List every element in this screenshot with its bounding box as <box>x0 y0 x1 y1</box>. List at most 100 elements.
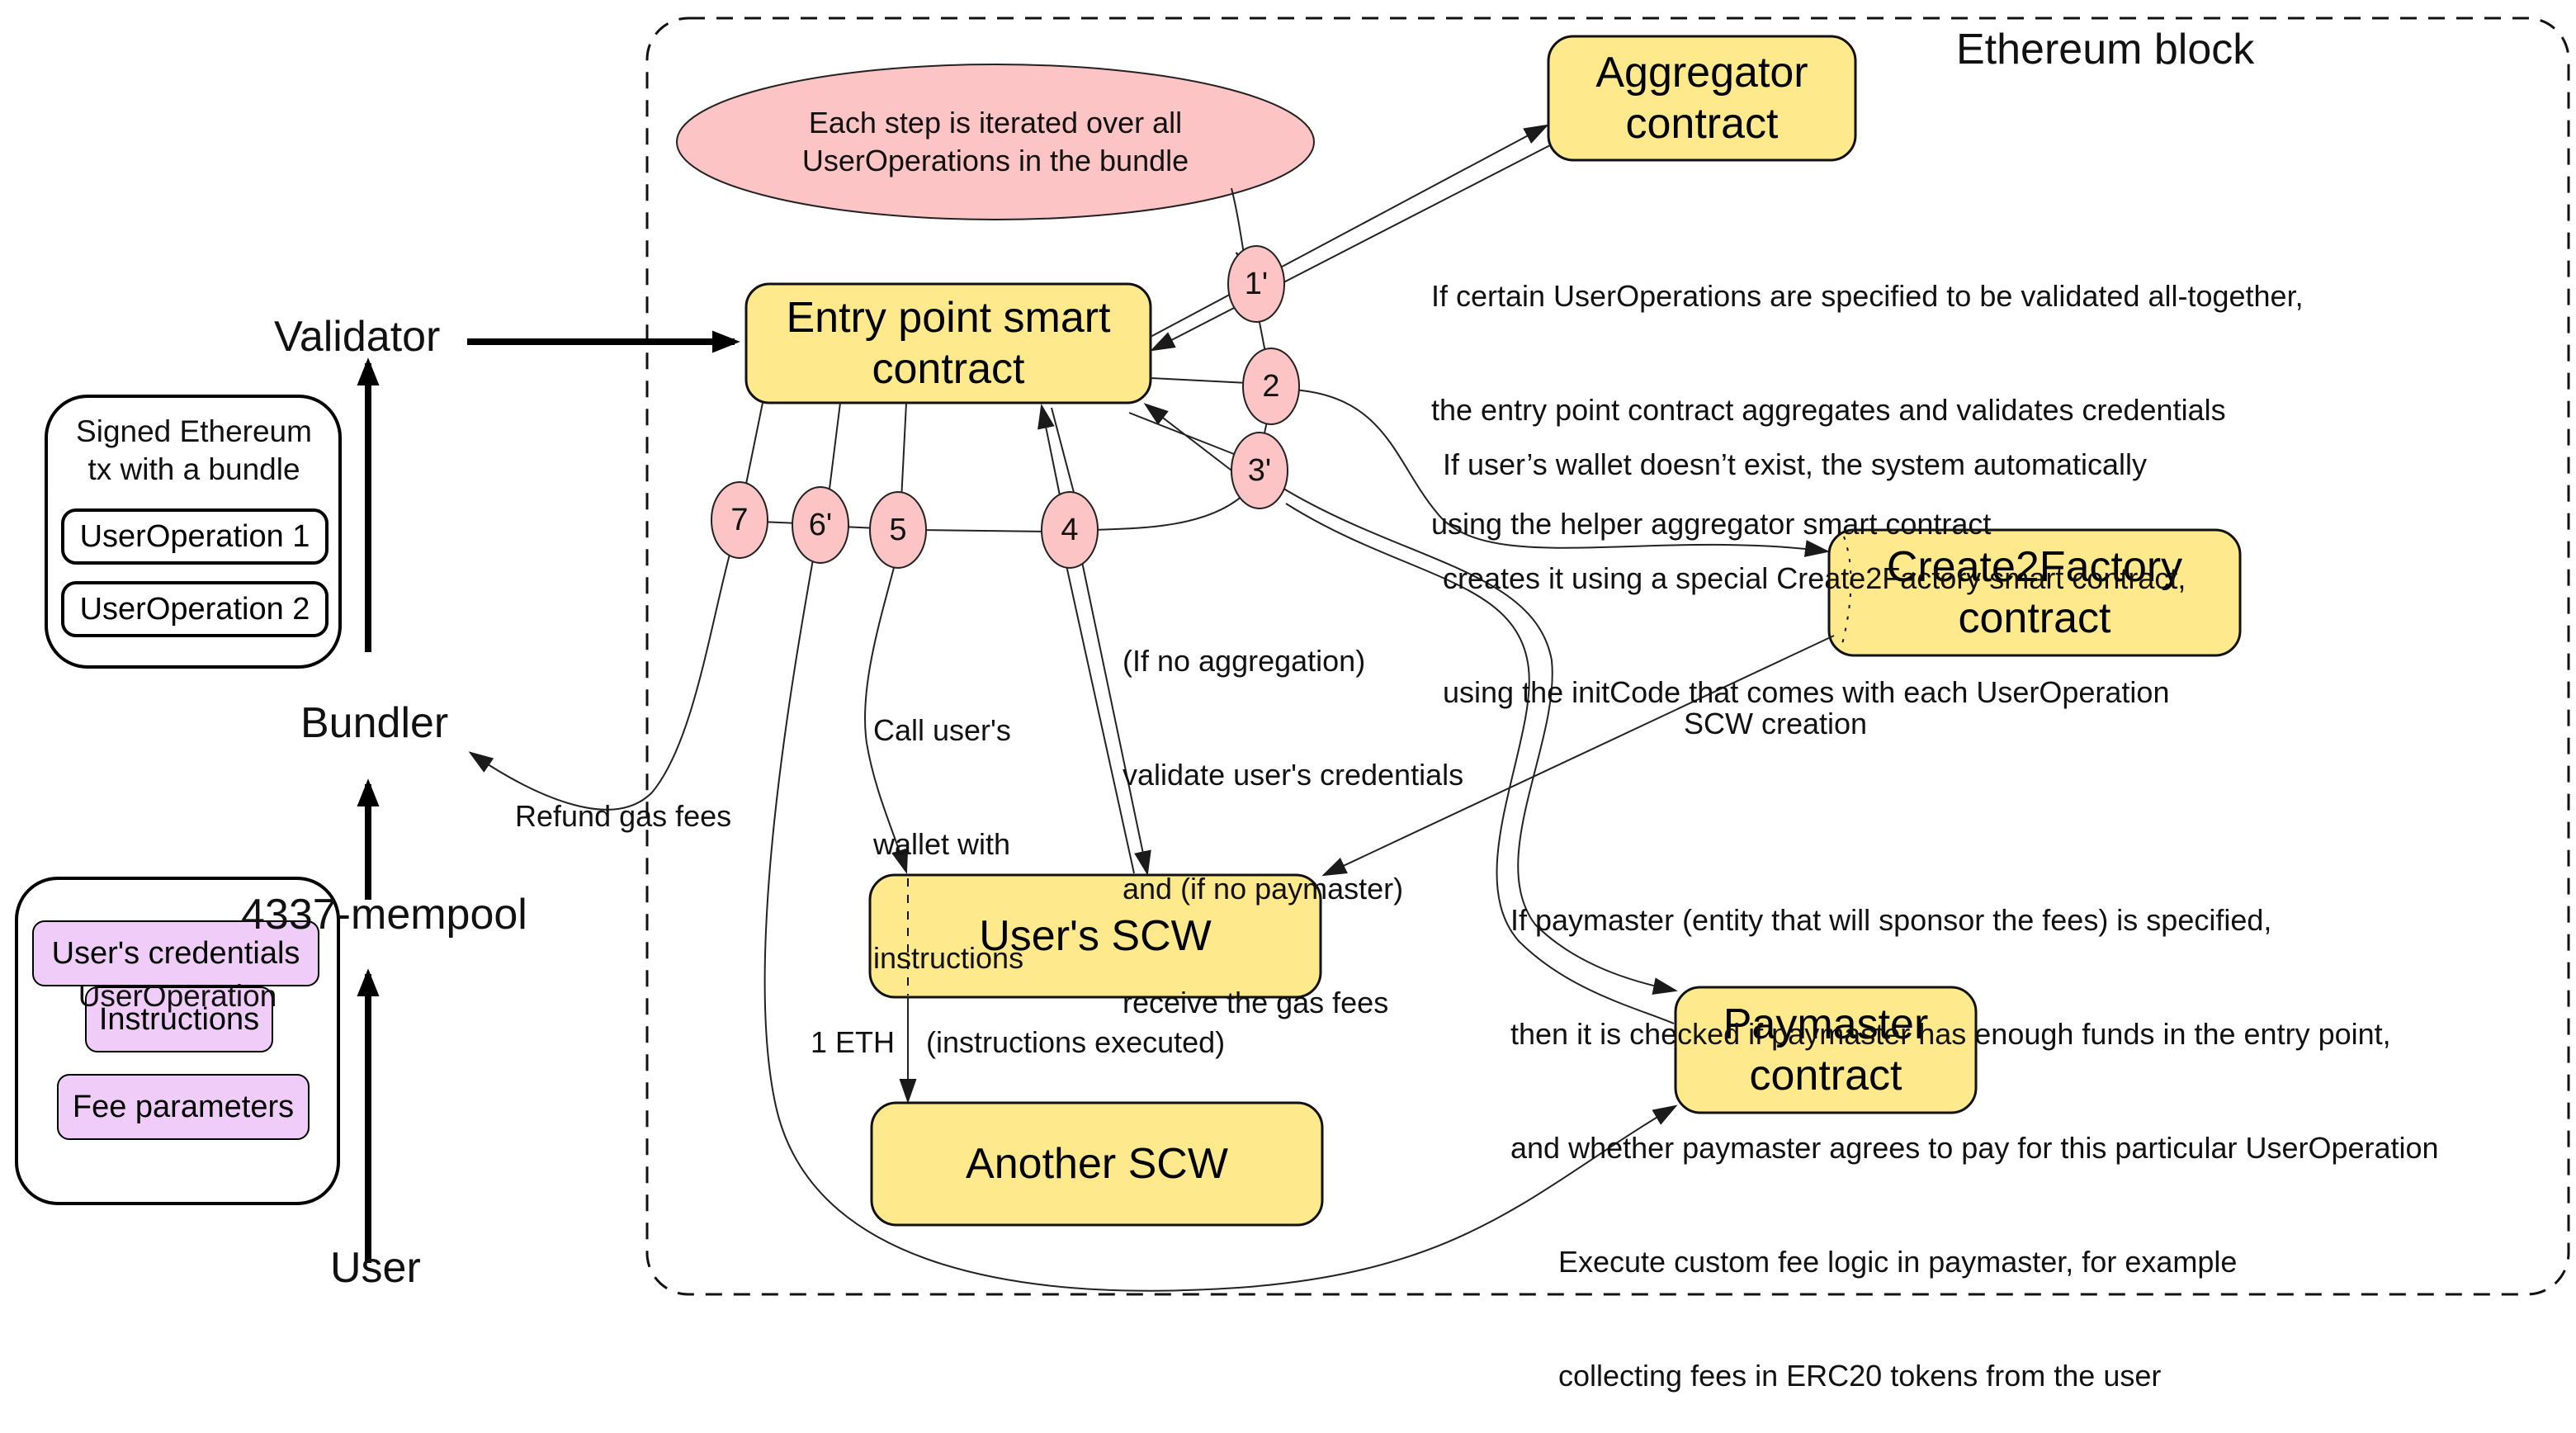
entry-point-label-line1: Entry point smart <box>786 294 1111 342</box>
validate-annotation-line1: (If no aggregation) <box>1123 644 1366 678</box>
userop-fee-box <box>57 1074 310 1140</box>
create2-annotation-line1: If user’s wallet doesn’t exist, the syst… <box>1443 447 2148 481</box>
link-entry-step5 <box>900 402 907 501</box>
create2-annotation: If user’s wallet doesn’t exist, the syst… <box>1443 370 2186 750</box>
users-scw-label: User's SCW <box>870 875 1321 997</box>
paymaster-box <box>1674 986 1978 1114</box>
ethereum-block-container <box>645 17 2570 1296</box>
arrow-entry-to-aggregator <box>1150 124 1549 338</box>
iteration-note-line1: Each step is iterated over all <box>808 106 1183 140</box>
call-wallet-annotation-line1: Call user's <box>873 713 1011 747</box>
create2factory-box <box>1827 528 2242 657</box>
call-wallet-annotation-line3: instructions <box>873 941 1024 975</box>
link-entry-step2 <box>1150 377 1249 384</box>
users-scw-box <box>868 873 1322 999</box>
bundle-userop-1: UserOperation 1 <box>79 518 310 554</box>
step-label-7: 7 <box>730 502 749 537</box>
userop-credentials-box <box>32 920 319 986</box>
create2-annotation-line3: using the initCode that comes with each … <box>1443 675 2170 709</box>
aggregator-label-line2: contract <box>1625 100 1779 148</box>
custom-fee-annotation-line1: Execute custom fee logic in paymaster, f… <box>1558 1245 2238 1279</box>
aggregator-label-line1: Aggregator <box>1595 49 1808 97</box>
step-label-6prime: 6' <box>808 507 833 542</box>
another-scw-box <box>870 1101 1324 1227</box>
step-label-1prime: 1' <box>1244 266 1269 301</box>
user-label: User <box>330 1244 421 1292</box>
instructions-executed-annotation: (instructions executed) <box>926 1025 1226 1059</box>
arrow-step5-to-users-scw <box>864 557 909 874</box>
another-scw-label-text: Another SCW <box>966 1140 1228 1188</box>
step-circle-2 <box>1242 348 1300 425</box>
iteration-note-ellipse <box>676 64 1315 220</box>
create2-annotation-line2: creates it using a special Create2Factor… <box>1443 561 2186 595</box>
bundle-card-title-line2: tx with a bundle <box>87 452 300 486</box>
aggregator-annotation-line2: the entry point contract aggregates and … <box>1431 393 2226 427</box>
users-scw-label-text: User's SCW <box>979 912 1212 960</box>
link-paymaster-to-step3 <box>1285 503 1675 1024</box>
scw-creation-annotation: SCW creation <box>1684 707 1868 740</box>
link-users-scw-step4 <box>1064 557 1135 874</box>
link-step3-step4 <box>1092 494 1244 531</box>
link-step4-step5 <box>917 529 1049 532</box>
link-entry-step3 <box>1128 412 1239 456</box>
userop-item-fee-parameters: Fee parameters <box>72 1089 295 1124</box>
arrow-step6-to-paymaster <box>763 554 1678 1292</box>
step-circle-3prime <box>1231 432 1288 509</box>
userop-instructions-box <box>85 986 273 1052</box>
refund-annotation: Refund gas fees <box>515 799 732 833</box>
entry-point-label: Entry point smart contract <box>746 284 1151 403</box>
mempool-label: 4337-mempool <box>241 891 527 939</box>
validate-annotation-line4: receive the gas fees <box>1123 986 1389 1019</box>
create2factory-label-line2: contract <box>1958 594 2111 642</box>
aggregator-annotation-line1: If certain UserOperations are specified … <box>1431 279 2304 313</box>
another-scw-label: Another SCW <box>872 1103 1322 1225</box>
paymaster-label-line1: Paymaster <box>1723 1000 1929 1048</box>
arrow-create2factory-to-users-scw <box>1321 635 1835 877</box>
iteration-note-line2: UserOperations in the bundle <box>801 144 1189 177</box>
step-circle-7 <box>711 481 768 559</box>
validator-label: Validator <box>274 313 441 361</box>
step-circles <box>711 245 1300 569</box>
aggregator-annotation-line3: using the helper aggregator smart contra… <box>1431 507 1992 541</box>
step-circle-1prime <box>1227 245 1285 323</box>
paymaster-annotation-line2: then it is checked if paymaster has enou… <box>1510 1017 2391 1051</box>
create2factory-label: Create2Factory contract <box>1829 530 2240 655</box>
link-entry-step6 <box>828 402 841 496</box>
userop-item-instructions: Instructions <box>98 1001 260 1037</box>
bundle-card-title-line1: Signed Ethereum <box>76 414 312 448</box>
paymaster-label-line2: contract <box>1749 1052 1902 1100</box>
arrow-step3-to-paymaster <box>1280 486 1678 995</box>
link-entry-step7 <box>744 402 763 493</box>
paymaster-annotation-line3: and whether paymaster agrees to pay for … <box>1510 1131 2439 1165</box>
validate-annotation-line3: and (if no paymaster) <box>1123 872 1404 906</box>
bundler-label: Bundler <box>300 699 449 747</box>
arrow-step3-to-entry <box>1143 403 1239 476</box>
step-label-3prime: 3' <box>1247 452 1272 488</box>
userop-item-credentials: User's credentials <box>51 935 300 971</box>
custom-fee-annotation: Execute custom fee logic in paymaster, f… <box>1558 1167 2237 1433</box>
paymaster-annotation-line1: If paymaster (entity that will sponsor t… <box>1510 903 2272 937</box>
arrow-step2-to-create2factory <box>1292 389 1830 557</box>
bundle-userop-2: UserOperation 2 <box>79 591 310 627</box>
step-circle-5 <box>869 491 927 569</box>
arrow-step4-to-entry <box>1037 404 1062 504</box>
step-label-5: 5 <box>889 512 907 547</box>
bundle-userop-1-box <box>61 508 328 565</box>
validate-annotation: (If no aggregation) validate user's cred… <box>1123 566 1463 1060</box>
userop-card-title: UserOperation <box>78 979 277 1013</box>
step-label-4: 4 <box>1061 512 1079 547</box>
paymaster-annotation: If paymaster (entity that will sponsor t… <box>1510 825 2439 1205</box>
call-wallet-annotation: Call user's wallet with instructions <box>873 636 1023 1015</box>
entry-point-label-line2: contract <box>872 345 1025 393</box>
create2factory-dotted-edge <box>1841 536 1852 645</box>
validate-annotation-line2: validate user's credentials <box>1123 758 1464 792</box>
aggregator-label: Aggregator contract <box>1548 36 1855 160</box>
create2factory-label-line1: Create2Factory <box>1886 543 2183 591</box>
link-entry-step4 <box>1051 407 1077 503</box>
ethereum-block-title: Ethereum block <box>1956 26 2255 73</box>
custom-fee-annotation-line2: collecting fees in ERC20 tokens from the… <box>1558 1359 2162 1393</box>
step-label-2: 2 <box>1262 368 1280 404</box>
aggregator-annotation: If certain UserOperations are specified … <box>1431 201 2304 581</box>
arrow-step4-to-users-scw <box>1080 557 1151 876</box>
call-wallet-annotation-line2: wallet with <box>873 827 1011 861</box>
